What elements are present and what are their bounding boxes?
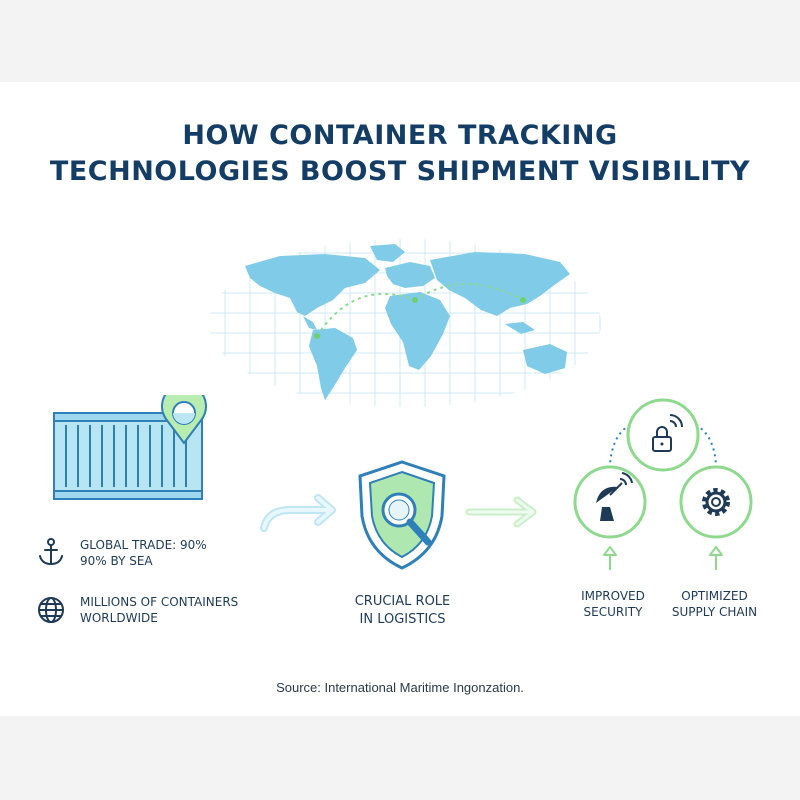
benefit-security-line1: IMPROVED [581, 589, 645, 603]
continents [245, 244, 570, 400]
center-caption-line2: IN LOGISTICS [359, 612, 446, 627]
world-map [209, 239, 601, 407]
stat-containers-line1: MILLIONS OF CONTAINERS [80, 595, 239, 609]
shield-magnifier-icon [358, 460, 446, 570]
stat-global-trade-line2: 90% BY SEA [80, 554, 153, 568]
connector-dots [609, 424, 717, 466]
benefits-diagram [573, 398, 753, 570]
benefit-supply-chain-line2: SUPPLY CHAIN [671, 605, 758, 619]
title-line-2: TECHNOLOGIES BOOST SHIPMENT VISIBILITY [49, 156, 751, 187]
satellite-dish-icon [573, 465, 647, 539]
route-ports [314, 297, 526, 339]
stat-global-trade-line1: GLOBAL TRADE: 90% [80, 538, 207, 552]
benefit-security-line2: SECURITY [583, 605, 643, 619]
benefit-supply-chain-line1: OPTIMIZED [681, 589, 748, 603]
stat-containers-line2: WORLDWIDE [80, 611, 158, 625]
gear-icon [679, 465, 753, 539]
shipping-routes [316, 283, 524, 337]
globe-icon [38, 597, 64, 623]
benefit-security: IMPROVED SECURITY [563, 588, 663, 620]
center-caption-line1: CRUCIAL ROLE [354, 594, 451, 609]
center-caption: CRUCIAL ROLE IN LOGISTICS [340, 593, 465, 629]
stat-containers: MILLIONS OF CONTAINERS WORLDWIDE [80, 594, 238, 626]
page-title: HOW CONTAINER TRACKING TECHNOLOGIES BOOS… [0, 118, 800, 190]
title-line-1: HOW CONTAINER TRACKING [182, 120, 618, 151]
flow-arrow-icon [260, 494, 336, 532]
source-note: Source: International Maritime Ingonzati… [276, 680, 524, 695]
stat-global-trade: GLOBAL TRADE: 90% 90% BY SEA [80, 537, 207, 569]
container-icon [53, 395, 207, 500]
benefit-supply-chain: OPTIMIZED SUPPLY CHAIN [662, 588, 767, 620]
flow-arrow-icon [465, 496, 537, 528]
padlock-wifi-icon [626, 398, 700, 472]
up-arrows [603, 546, 723, 570]
location-pin-icon [161, 395, 207, 445]
anchor-icon [39, 538, 63, 566]
